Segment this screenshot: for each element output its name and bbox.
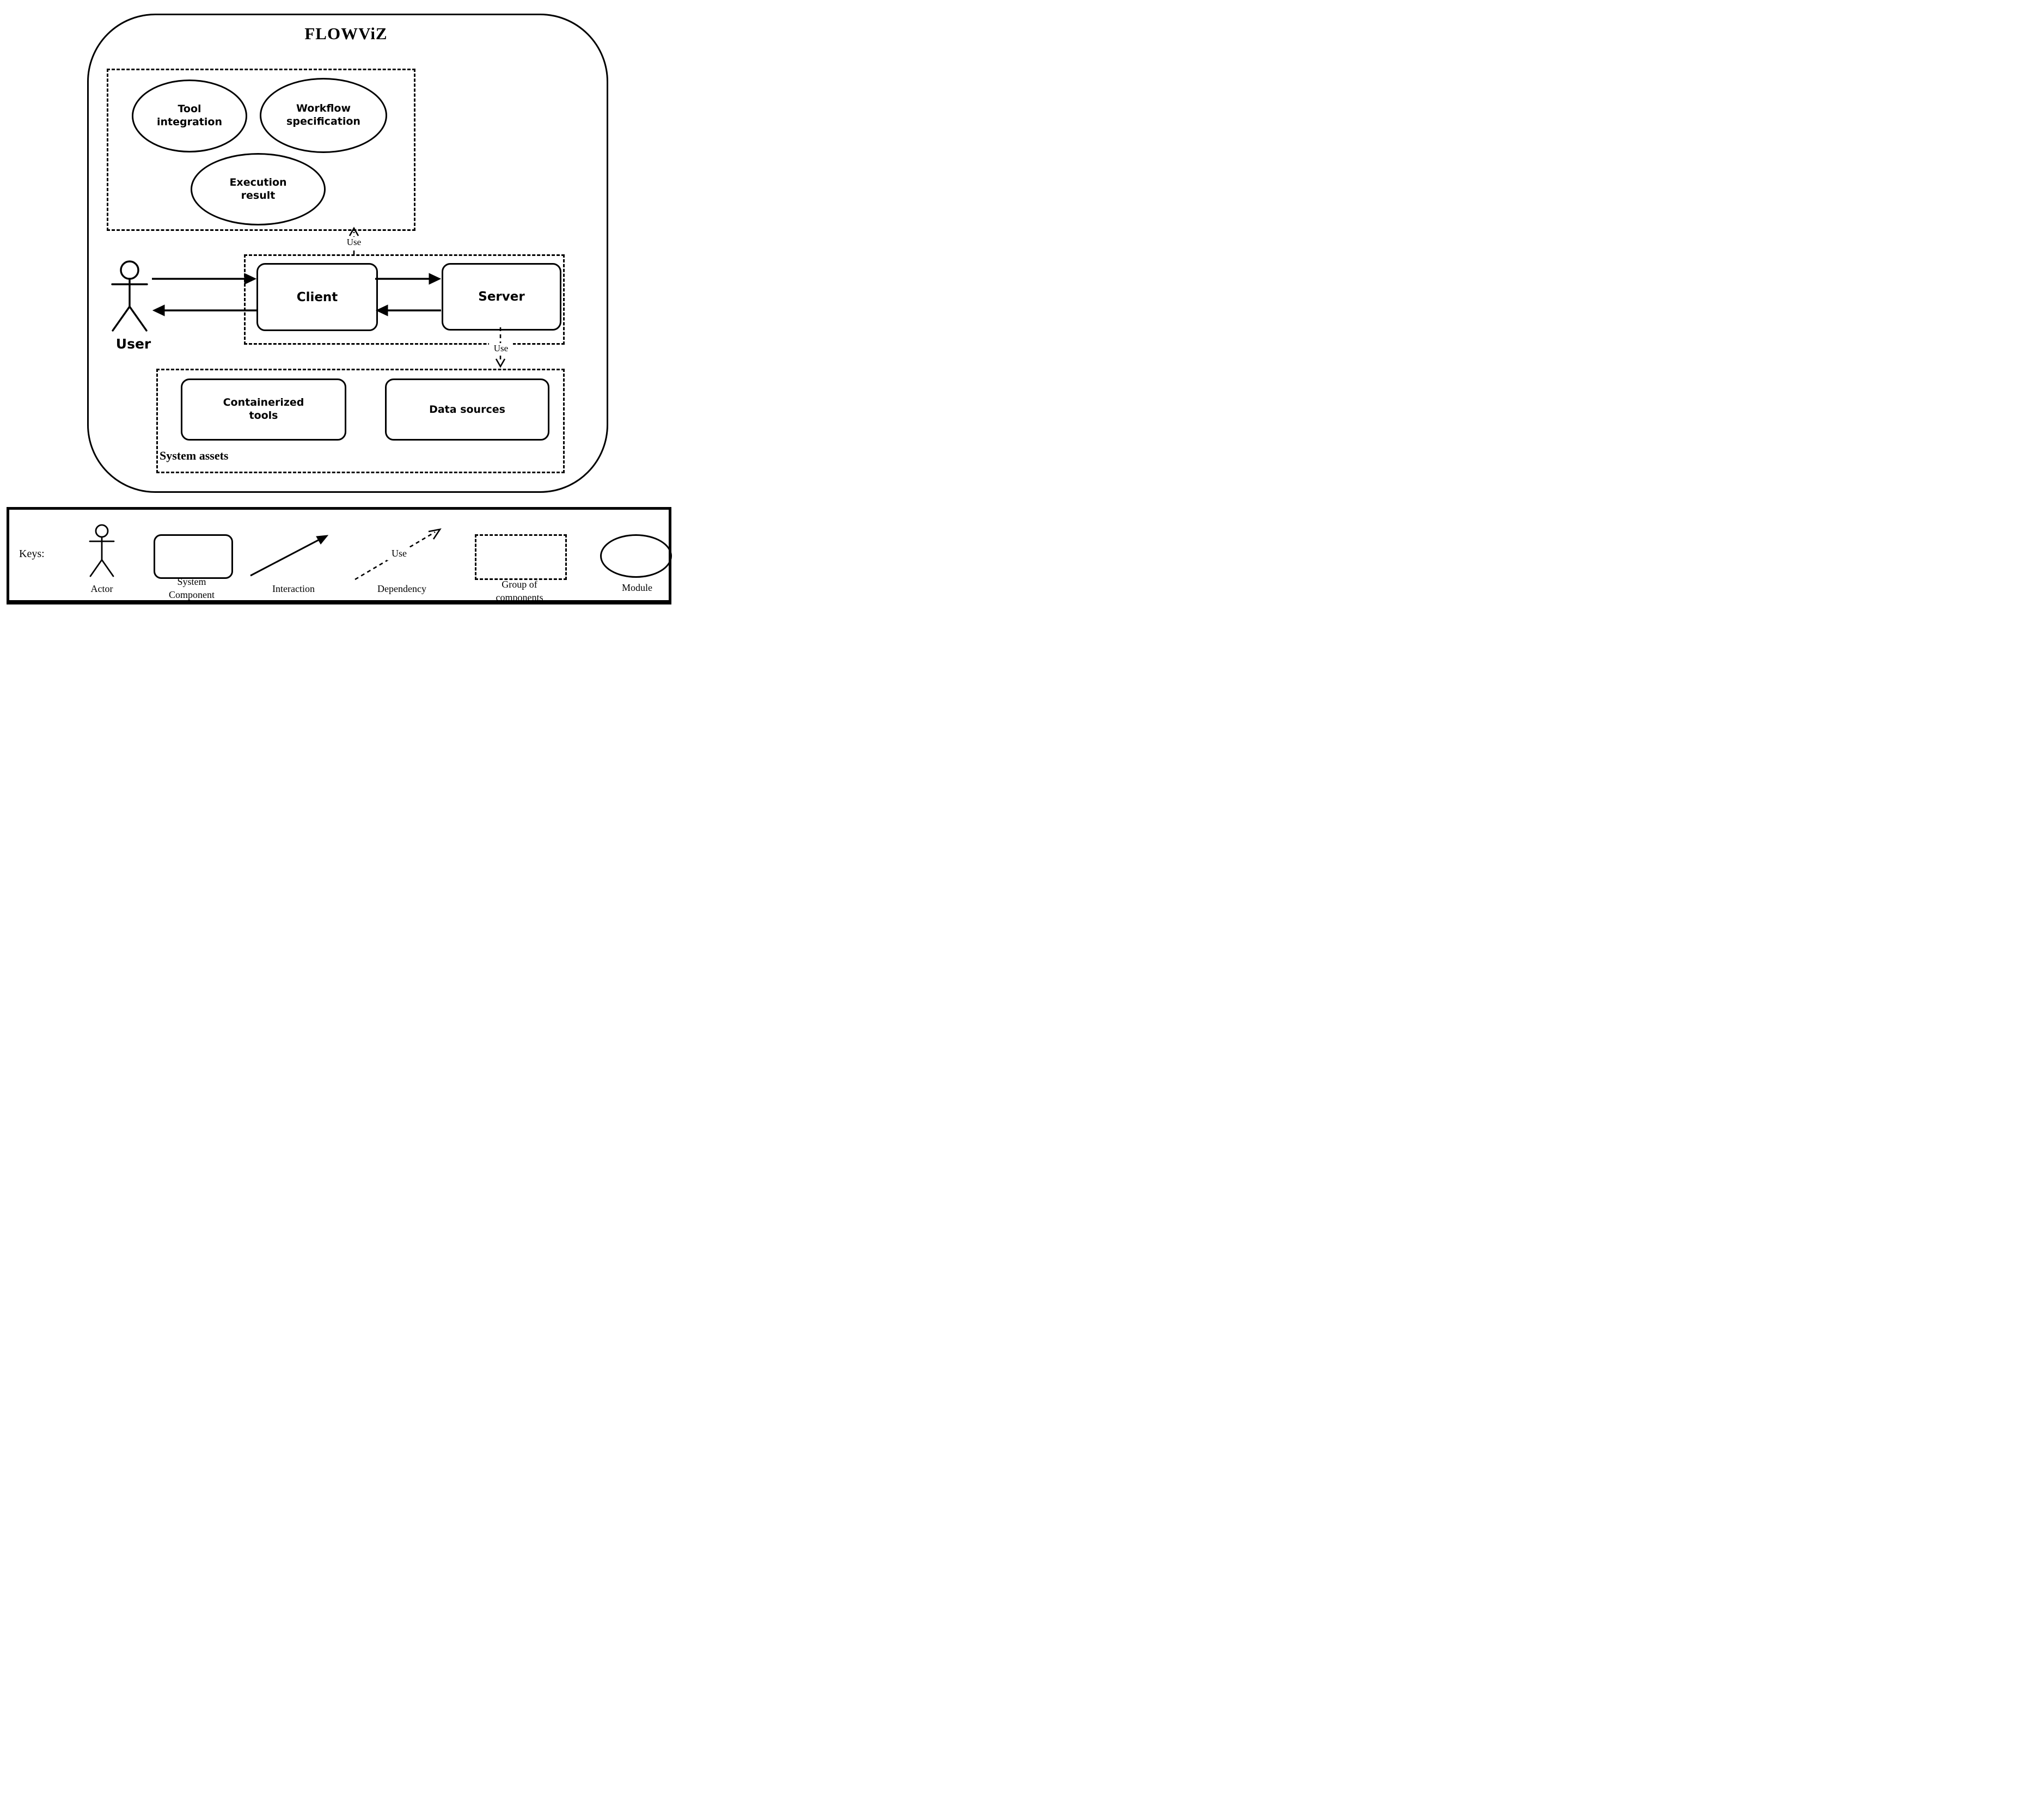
diagram-title: FLOWViZ	[304, 24, 388, 43]
user-actor-label: User	[115, 336, 151, 352]
module-ellipse-workflow-specification: Workflow specification	[260, 78, 387, 153]
legend-module-shape	[600, 534, 672, 578]
legend-module-label: Module	[622, 582, 652, 593]
use-dependency-label-bottom: Use	[489, 343, 513, 354]
system-assets-group-box	[156, 369, 565, 473]
server-component: Server	[442, 263, 561, 331]
data-sources-component: Data sources	[385, 378, 549, 441]
containerized-tools-label: Containerized tools	[223, 396, 304, 422]
client-label: Client	[296, 290, 338, 304]
system-assets-label: System assets	[160, 449, 229, 462]
legend-group-of-components-label: Group of components	[496, 579, 543, 603]
module-label: Tool integration	[157, 103, 222, 128]
legend-system-component-label: System Component	[169, 576, 215, 600]
legend-interaction-label: Interaction	[272, 583, 315, 594]
legend-dependency-label: Dependency	[377, 583, 426, 594]
legend-group-of-components-shape	[475, 534, 567, 580]
legend-title: Keys:	[19, 548, 45, 560]
module-label: Execution result	[229, 176, 287, 201]
module-ellipse-execution-result: Execution result	[191, 153, 326, 225]
module-ellipse-tool-integration: Tool integration	[132, 80, 247, 152]
legend-dependency-use-label: Use	[387, 547, 411, 560]
containerized-tools-component: Containerized tools	[181, 378, 346, 441]
client-server-group-box	[244, 254, 565, 345]
flowviz-architecture-diagram: FLOWViZ Tool integration Workflow specif…	[0, 0, 678, 607]
legend-actor-label: Actor	[90, 583, 113, 594]
module-label: Workflow specification	[286, 102, 360, 127]
server-label: Server	[478, 290, 525, 304]
use-dependency-label-top: Use	[342, 237, 366, 248]
client-component: Client	[256, 263, 378, 331]
legend-system-component-shape	[154, 534, 233, 579]
flowviz-system-boundary	[87, 14, 608, 493]
modules-group-box	[107, 69, 415, 231]
data-sources-label: Data sources	[429, 404, 505, 416]
